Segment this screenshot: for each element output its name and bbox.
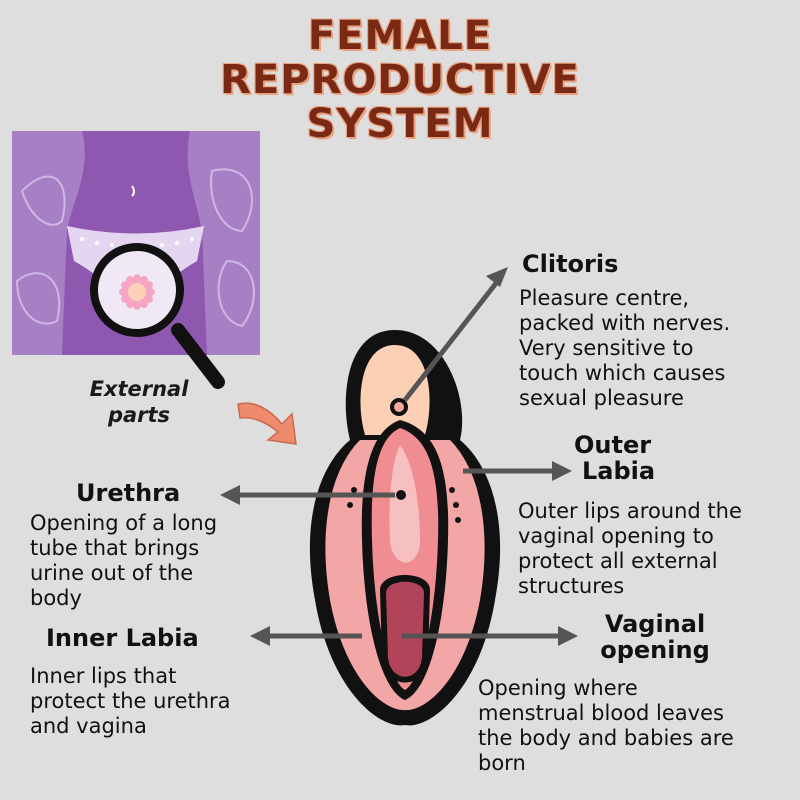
vaginal-opening-shape [386, 581, 424, 677]
page-title: FEMALE REPRODUCTIVE SYSTEM [160, 14, 640, 146]
inner-labia-label: Inner Labia [46, 624, 199, 652]
title-line: REPRODUCTIVE [220, 57, 580, 103]
curved-arrow-icon [237, 402, 297, 445]
inner-labia-arrow [250, 626, 362, 646]
inner-labia-description: Inner lips that protect the urethra and … [30, 664, 231, 738]
clitoris-label: Clitoris [522, 250, 619, 278]
underwear-pattern [80, 237, 194, 247]
clitoris-description: Pleasure centre, packed with nerves. Ver… [519, 286, 731, 410]
urethra-description: Opening of a long tube that brings urine… [30, 511, 218, 610]
clitoris-arrow [403, 267, 508, 402]
leaf-decoration [15, 168, 255, 328]
title-line: SYSTEM [306, 101, 494, 147]
outer-labia-description: Outer lips around the vaginal opening to… [518, 499, 742, 598]
vaginal-opening-label: Vaginal opening [600, 610, 710, 664]
external-parts-label: External parts [89, 377, 189, 427]
outer-labia-label: Outer Labia [574, 431, 656, 485]
pointer-arrows [220, 267, 578, 646]
urethral-opening [396, 490, 406, 500]
clitoral-hood [360, 345, 430, 435]
vestibule [389, 445, 420, 563]
title-line: FEMALE [307, 13, 493, 59]
urethra-arrow [220, 485, 395, 505]
outer-labia-arrow [463, 461, 572, 481]
navel [131, 185, 135, 197]
fold-marks [347, 487, 461, 523]
urethra-label: Urethra [76, 479, 181, 507]
vulva-diagram [309, 330, 501, 726]
vaginal-opening-description: Opening where menstrual blood leaves the… [478, 676, 734, 775]
vaginal-opening-arrow [402, 626, 578, 646]
flower-icon [119, 274, 155, 310]
magnifier-icon [90, 243, 225, 389]
